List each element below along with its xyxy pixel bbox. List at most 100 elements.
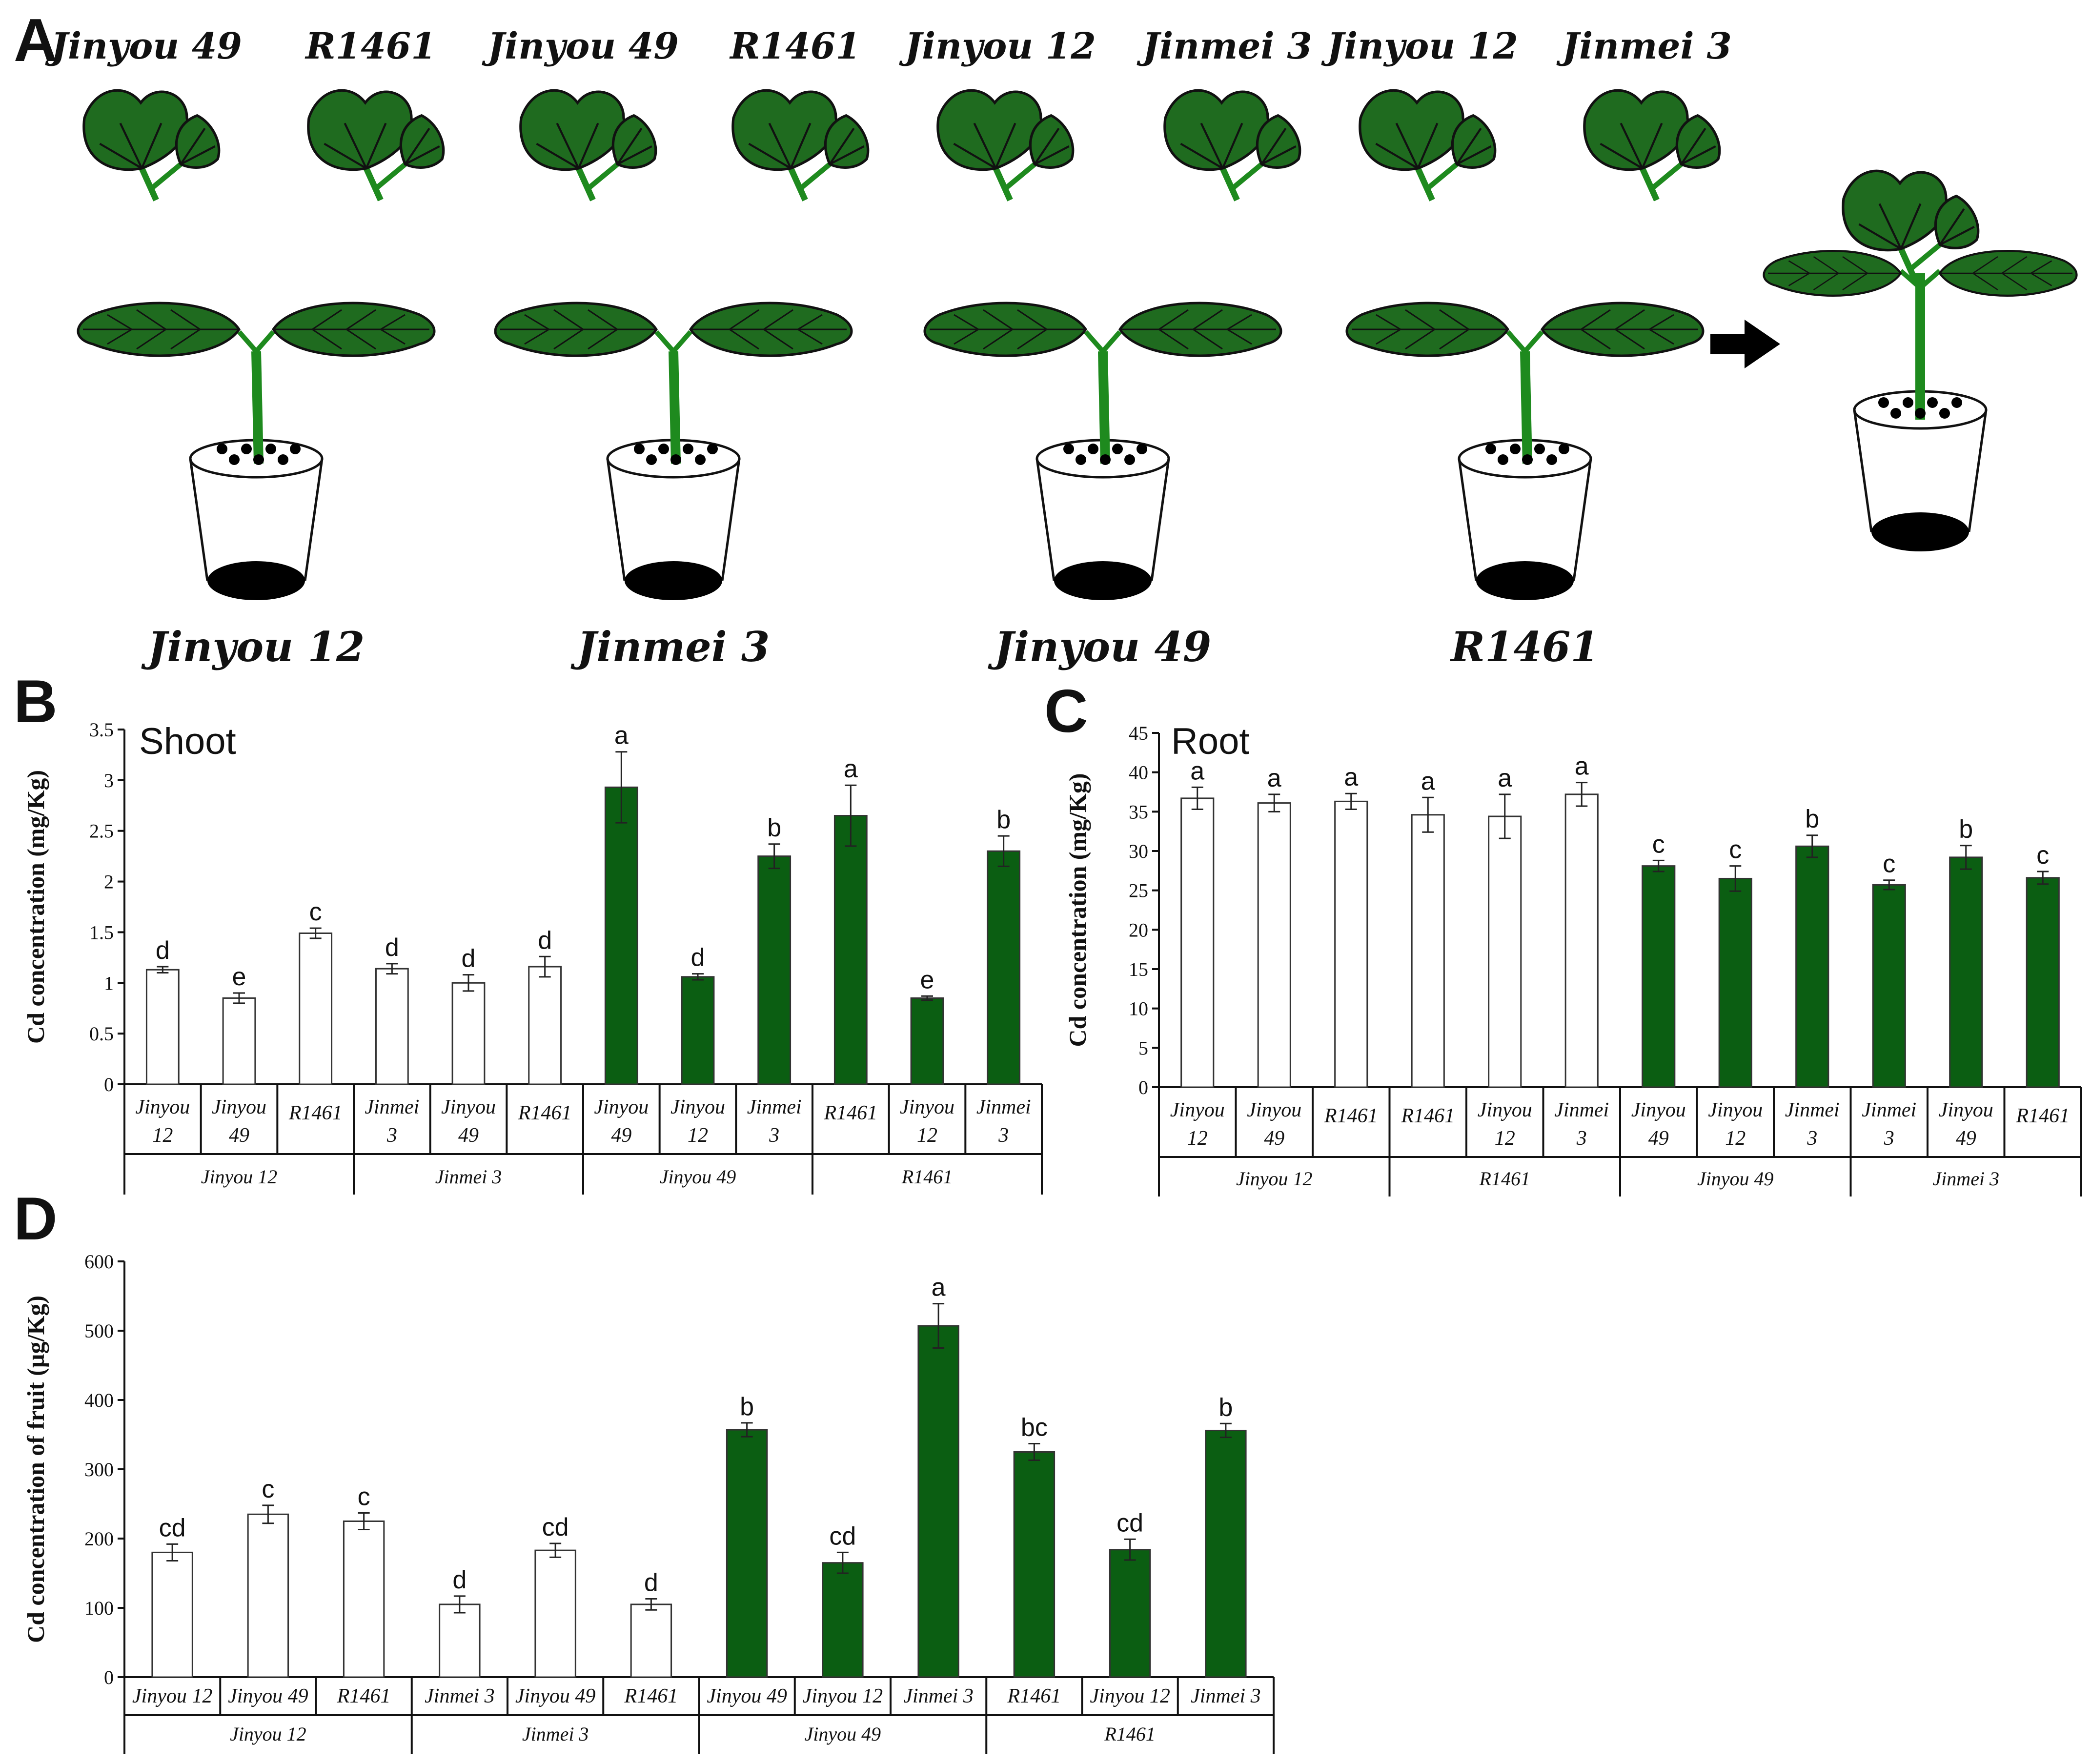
category-label: 49 <box>458 1124 479 1147</box>
significance-letter: c <box>358 1482 370 1511</box>
stem <box>251 351 264 464</box>
bar <box>1795 845 1829 1088</box>
category-label: Jinmei <box>976 1096 1031 1118</box>
category-label: 12 <box>1725 1127 1746 1150</box>
scion-leaf-icon <box>1165 90 1300 200</box>
category-label: 3 <box>1807 1127 1817 1150</box>
soil-dot <box>253 454 264 465</box>
significance-letter: d <box>538 926 552 954</box>
category-label: Jinyou 49 <box>228 1685 308 1707</box>
significance-letter: d <box>385 933 399 962</box>
category-label: 3 <box>769 1124 779 1147</box>
soil-dot <box>1534 444 1545 454</box>
rootstock-seedlings <box>78 303 1703 600</box>
soil-dot <box>290 444 301 454</box>
rootstock-label: Jinyou 49 <box>988 623 1212 671</box>
category-label: 3 <box>1576 1127 1587 1150</box>
soil-dot <box>1076 454 1086 465</box>
bar <box>1949 856 1983 1088</box>
scion-label: R1461 <box>305 25 436 67</box>
scion-leaf-icon <box>1584 90 1720 200</box>
bar <box>1013 1451 1056 1678</box>
significance-letter: a <box>1575 752 1589 781</box>
y-tick-label: 3 <box>104 770 114 791</box>
panel-a-letter: A <box>14 7 58 74</box>
panel-d-letter: D <box>14 1185 58 1253</box>
bar <box>247 1513 289 1678</box>
group-label: R1461 <box>1104 1723 1155 1745</box>
seedling-0 <box>78 303 434 600</box>
category-label: Jinyou <box>1478 1099 1532 1121</box>
bar <box>1257 802 1291 1088</box>
scion-leaf-icon <box>521 90 656 200</box>
y-tick-label: 0 <box>104 1074 114 1095</box>
bar <box>833 815 868 1085</box>
category-label: R1461 <box>1007 1685 1061 1707</box>
category-label: 3 <box>1884 1127 1894 1150</box>
cotyledon-right-icon <box>690 303 852 356</box>
y-tick-label: 0 <box>1138 1076 1148 1098</box>
scion-leaf-icon <box>308 90 444 200</box>
bar <box>343 1521 385 1678</box>
scion-leaf-icon <box>84 90 219 200</box>
category-label: R1461 <box>288 1102 343 1124</box>
bar <box>375 968 409 1085</box>
soil-dot <box>241 444 252 454</box>
bar <box>1109 1549 1151 1678</box>
scion-illustrations <box>84 90 1720 200</box>
significance-letter: e <box>232 963 246 991</box>
cotyledon-right-icon <box>273 303 434 356</box>
category-label: 12 <box>152 1124 173 1147</box>
y-tick-label: 15 <box>1129 958 1148 980</box>
category-label: R1461 <box>624 1685 678 1707</box>
bar <box>1872 884 1906 1088</box>
group-label: Jinyou 49 <box>660 1166 736 1188</box>
rootstock-label: R1461 <box>1450 623 1599 671</box>
category-label: 3 <box>998 1124 1009 1147</box>
soil-dot <box>683 444 693 454</box>
bar <box>151 1551 193 1678</box>
scion-label: Jinyou 49 <box>45 25 242 67</box>
stem-branch <box>1084 330 1122 353</box>
significance-letter: b <box>1218 1393 1233 1421</box>
category-label: Jinyou 12 <box>132 1685 212 1707</box>
bar <box>1334 800 1368 1088</box>
soil-dot <box>634 444 645 454</box>
category-label: Jinyou <box>1631 1099 1686 1121</box>
category-label: 49 <box>1264 1127 1284 1150</box>
y-tick-label: 500 <box>84 1320 114 1342</box>
category-label: Jinyou 49 <box>707 1685 787 1707</box>
group-label: Jinyou 12 <box>201 1166 278 1188</box>
seedling-3 <box>1347 303 1703 600</box>
y-tick-label: 1 <box>104 972 114 994</box>
bar <box>910 997 944 1085</box>
bar <box>145 969 180 1085</box>
scion-leaf-icon <box>938 90 1073 200</box>
bar <box>1205 1429 1247 1678</box>
significance-letter: c <box>1729 836 1742 864</box>
bar <box>2026 877 2060 1088</box>
category-label: 12 <box>688 1124 708 1147</box>
category-label: R1461 <box>337 1685 391 1707</box>
category-label: 12 <box>1187 1127 1208 1150</box>
significance-letter: a <box>1498 764 1512 792</box>
category-label: Jinyou 12 <box>1090 1685 1170 1707</box>
category-label: Jinyou <box>212 1096 266 1118</box>
chart-title: Root <box>1171 721 1250 762</box>
y-tick-label: 0 <box>104 1666 114 1688</box>
category-label: R1461 <box>2015 1105 2070 1127</box>
category-label: Jinmei <box>365 1096 419 1118</box>
soil-dot <box>1137 444 1147 454</box>
significance-letter: c <box>2036 841 2049 870</box>
seedling-1 <box>495 303 852 600</box>
soil-dot <box>1951 397 1962 408</box>
cotyledon-left-icon <box>78 303 239 356</box>
y-tick-label: 40 <box>1129 762 1148 784</box>
bar <box>1718 877 1752 1088</box>
significance-letter: a <box>932 1274 946 1302</box>
category-label: R1461 <box>1401 1105 1455 1127</box>
